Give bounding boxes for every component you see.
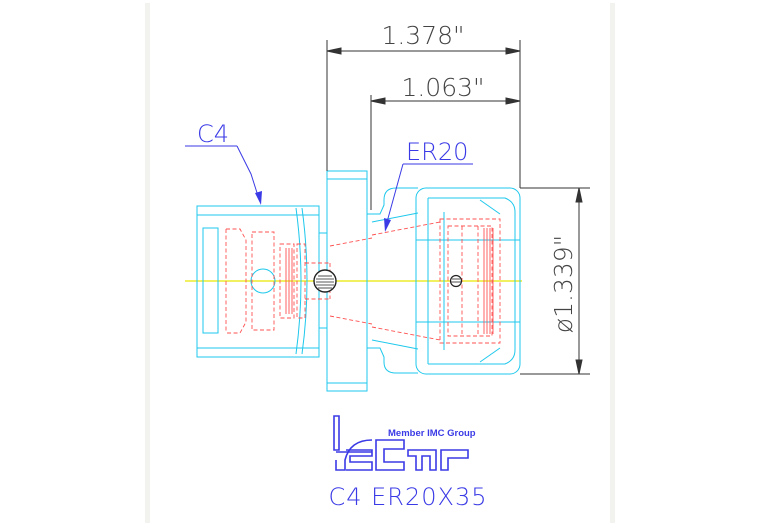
dimension-lines xyxy=(326,40,590,375)
thread-hatching xyxy=(285,228,494,334)
logo-tagline: Member IMC Group xyxy=(388,428,476,439)
diameter-dimension: ø1.339" xyxy=(549,235,578,333)
section-circle-right xyxy=(449,274,463,288)
shank-label: C4 xyxy=(197,120,229,148)
overall-length-dimension: 1.378" xyxy=(381,21,464,50)
section-circle-left xyxy=(313,269,337,293)
hidden-lines xyxy=(225,218,501,344)
collet-callout: ER20 xyxy=(384,138,473,232)
company-logo: Member IMC Group xyxy=(333,415,476,471)
collet-label: ER20 xyxy=(406,138,468,166)
part-number: C4 ER20X35 xyxy=(328,483,487,511)
drawing-area xyxy=(150,3,610,523)
shank-callout: C4 xyxy=(185,120,262,205)
logo-wordmark xyxy=(333,415,469,471)
inner-length-dimension: 1.063" xyxy=(401,73,484,102)
clamping-nut xyxy=(415,187,521,375)
collet-body xyxy=(367,187,419,374)
